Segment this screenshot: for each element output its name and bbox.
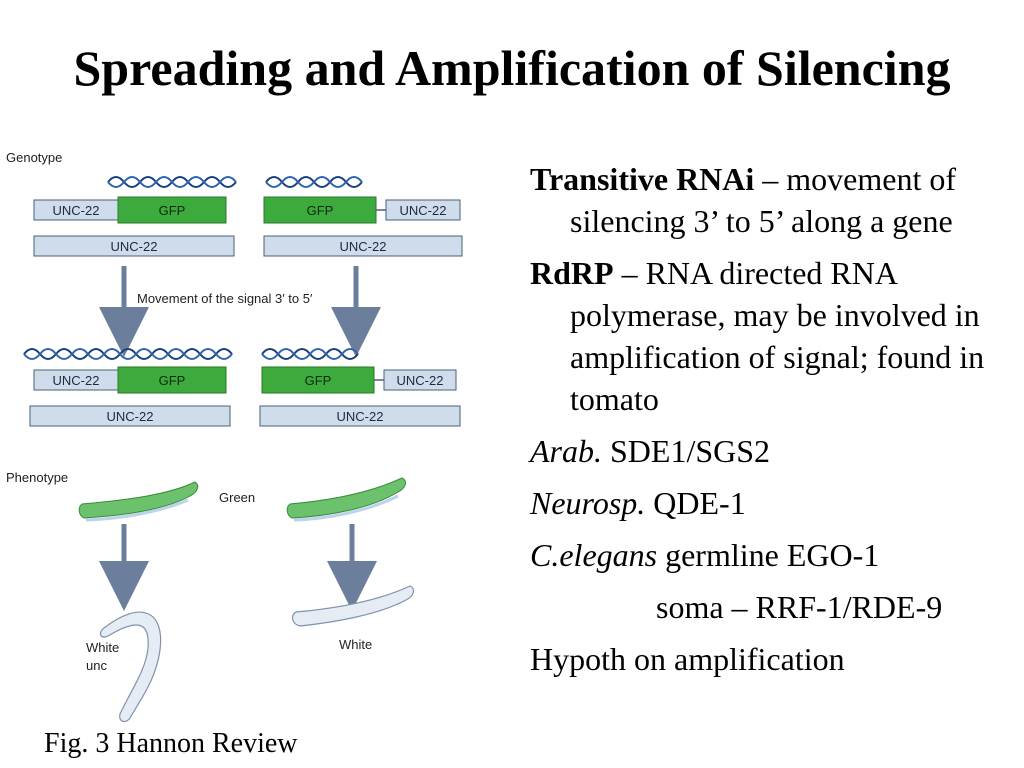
- unc22-gene-label: UNC-22: [340, 239, 387, 254]
- bullet-text: soma – RRF-1/RDE-9: [656, 589, 943, 625]
- gfp-label: GFP: [159, 373, 186, 388]
- gfp-label: GFP: [159, 203, 186, 218]
- silencing-figure: Genotype UNC-22 GFP UNC-22 GFP UNC-22 UN…: [0, 140, 480, 730]
- bullet-term: Transitive RNAi: [530, 161, 755, 197]
- unc22-gene-bar: [263, 235, 463, 257]
- genotype-label: Genotype: [6, 150, 62, 165]
- unc22-block: [383, 369, 457, 391]
- bullet-term: RdRP: [530, 255, 614, 291]
- unc22-label: UNC-22: [397, 373, 444, 388]
- bullet-soma: soma – RRF-1/RDE-9: [530, 586, 1010, 628]
- bullet-transitive-rnai: Transitive RNAi – movement of silencing …: [530, 158, 1010, 242]
- green-worm: [78, 481, 199, 519]
- gfp-block: [117, 196, 227, 224]
- dna-helix-icon: [23, 348, 233, 360]
- bullet-hypoth: Hypoth on amplification: [530, 638, 1010, 680]
- dna-helix-icon: [107, 176, 237, 188]
- unc22-gene-label: UNC-22: [107, 409, 154, 424]
- white-unc-label-line2: unc: [86, 658, 107, 673]
- bullet-text: – movement of silencing 3’ to 5’ along a…: [570, 161, 957, 239]
- bullet-neurosp: Neurosp. QDE-1: [530, 482, 1010, 524]
- white-unc-label-line1: White: [86, 640, 119, 655]
- phenotype-label: Phenotype: [6, 470, 68, 485]
- unc22-gene-label: UNC-22: [337, 409, 384, 424]
- unc22-gene-bar: [29, 405, 231, 427]
- bullet-organism: Neurosp.: [530, 485, 646, 521]
- bullet-text: SDE1/SGS2: [602, 433, 771, 469]
- gfp-label: GFP: [307, 203, 334, 218]
- figure-caption: Fig. 3 Hannon Review: [44, 728, 298, 759]
- unc22-gene-label: UNC-22: [111, 239, 158, 254]
- white-worm: [291, 585, 415, 627]
- bullet-organism: Arab.: [530, 433, 602, 469]
- bullet-text: QDE-1: [645, 485, 746, 521]
- unc22-block: [385, 199, 461, 221]
- dna-helix-icon: [261, 348, 359, 360]
- unc22-label: UNC-22: [400, 203, 447, 218]
- unc22-label: UNC-22: [53, 373, 100, 388]
- dna-helix-icon: [265, 176, 363, 188]
- gfp-block: [117, 366, 227, 394]
- bullet-text: – RNA directed RNA polymerase, may be in…: [570, 255, 985, 417]
- gfp-block: [261, 366, 375, 394]
- bullet-text: Hypoth on amplification: [530, 641, 845, 677]
- bullet-list: Transitive RNAi – movement of silencing …: [530, 158, 1010, 690]
- green-label: Green: [219, 490, 255, 505]
- white-unc-worm: [99, 611, 162, 723]
- gfp-label: GFP: [305, 373, 332, 388]
- bullet-arab: Arab. SDE1/SGS2: [530, 430, 1010, 472]
- white-label: White: [339, 637, 372, 652]
- unc22-label: UNC-22: [53, 203, 100, 218]
- bullet-text: germline EGO-1: [657, 537, 880, 573]
- unc22-gene-bar: [33, 235, 235, 257]
- green-worm: [286, 477, 406, 519]
- bullet-rdrp: RdRP – RNA directed RNA polymerase, may …: [530, 252, 1010, 420]
- bullet-organism: C.elegans: [530, 537, 658, 573]
- movement-label: Movement of the signal 3′ to 5′: [137, 291, 313, 306]
- bullet-celegans: C.elegans germline EGO-1: [530, 534, 1010, 576]
- unc22-gene-bar: [259, 405, 461, 427]
- slide-title: Spreading and Amplification of Silencing: [73, 40, 951, 96]
